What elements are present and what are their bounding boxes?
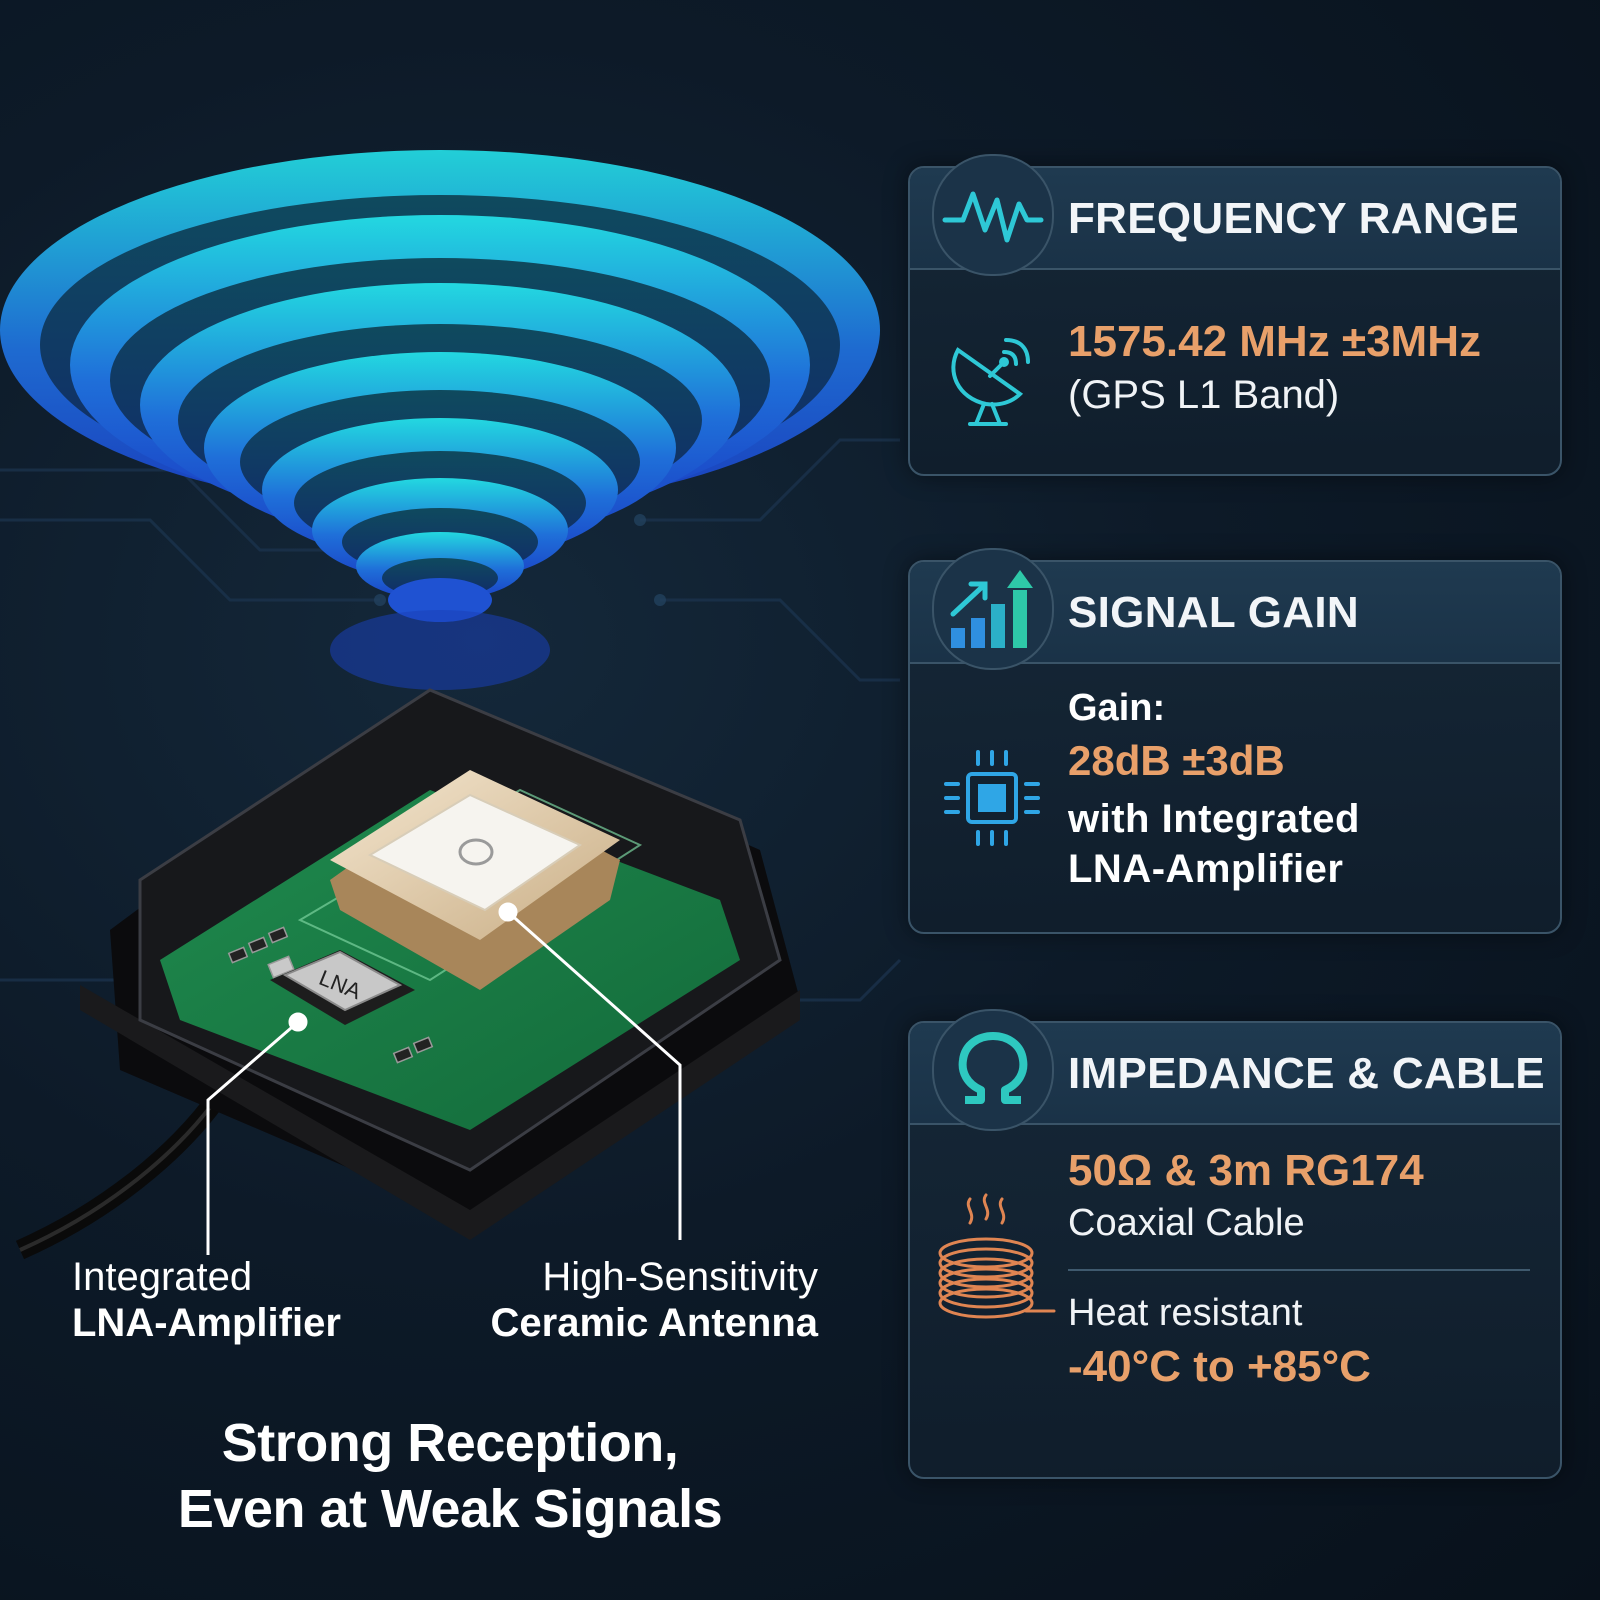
signal-rings — [0, 150, 880, 690]
antenna-callout-line1: High-Sensitivity — [542, 1255, 818, 1299]
waveform-icon — [942, 191, 1044, 243]
lna-chip: LNA — [270, 950, 415, 1025]
signal-gain-card: SIGNAL GAIN Gain: 28dB ±3dB with Integra… — [908, 548, 1562, 934]
coiled-cable-icon — [938, 1193, 1056, 1319]
omega-icon — [958, 1032, 1028, 1104]
frequency-card: FREQUENCY RANGE 1575.42 MHz ±3MHz (GPS L… — [908, 154, 1562, 476]
tagline-line2: Even at Weak Signals — [177, 1479, 723, 1539]
gain-label: Gain: — [1068, 687, 1166, 729]
frequency-value: 1575.42 MHz ±3MHz — [1068, 317, 1481, 366]
antenna-callout: High-Sensitivity Ceramic Antenna — [491, 1254, 819, 1346]
bar-chart-up-icon — [950, 570, 1033, 648]
chip-icon — [944, 750, 1040, 846]
callout-lines — [206, 902, 682, 1255]
impedance-title: IMPEDANCE & CABLE — [1068, 1049, 1545, 1098]
lna-callout: Integrated LNA-Amplifier — [72, 1254, 341, 1346]
impedance-cable-card: IMPEDANCE & CABLE 50Ω & 3m RG174 Coaxial… — [908, 1009, 1562, 1479]
gain-value: 28dB ±3dB — [1068, 737, 1285, 784]
impedance-value: 50Ω & 3m RG174 — [1068, 1146, 1424, 1195]
signal-gain-title: SIGNAL GAIN — [1068, 588, 1359, 637]
antenna-callout-line2: Ceramic Antenna — [490, 1301, 819, 1345]
lna-callout-line2: LNA-Amplifier — [72, 1301, 341, 1345]
impedance-note: Coaxial Cable — [1068, 1202, 1305, 1244]
heat-label: Heat resistant — [1068, 1292, 1303, 1334]
antenna-illustration: LNA — [0, 150, 880, 1260]
gain-note-line1: with Integrated — [1068, 797, 1360, 841]
tagline-line1: Strong Reception, — [221, 1413, 679, 1473]
tagline: Strong Reception, Even at Weak Signals — [120, 1410, 780, 1542]
lna-callout-line1: Integrated — [72, 1255, 253, 1299]
frequency-note: (GPS L1 Band) — [1068, 373, 1340, 417]
heat-value: -40°C to +85°C — [1068, 1342, 1371, 1391]
gain-note-line2: LNA-Amplifier — [1068, 847, 1344, 891]
impedance-divider — [1068, 1269, 1530, 1271]
satellite-dish-icon — [951, 338, 1030, 426]
ceramic-patch-antenna — [330, 770, 620, 990]
frequency-title: FREQUENCY RANGE — [1068, 194, 1520, 243]
